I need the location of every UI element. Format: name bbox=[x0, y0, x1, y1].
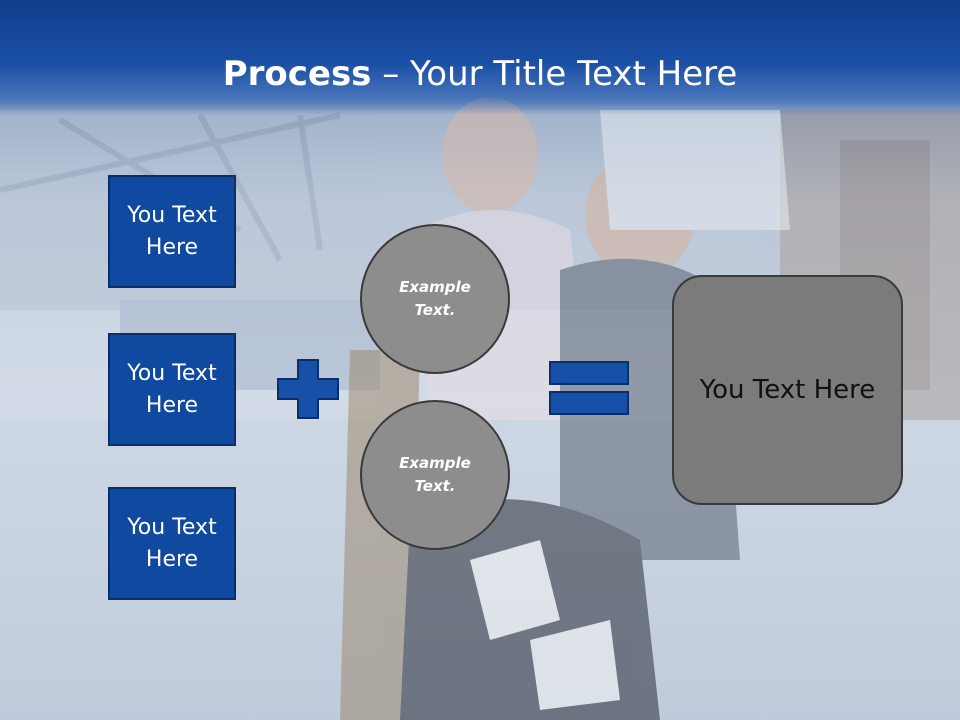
text-box-3-label: You Text Here bbox=[127, 514, 217, 572]
title-rest: – Your Title Text Here bbox=[371, 54, 738, 94]
text-box-1[interactable]: You Text Here bbox=[108, 175, 236, 288]
example-circle-2[interactable]: Example Text. bbox=[360, 400, 510, 550]
example-circle-2-label: Example Text. bbox=[399, 454, 471, 495]
title-bold: Process bbox=[222, 54, 372, 94]
text-box-2-label: You Text Here bbox=[127, 360, 217, 418]
text-box-1-label: You Text Here bbox=[127, 202, 217, 260]
plus-icon bbox=[277, 359, 339, 419]
slide-title[interactable]: Process – Your Title Text Here bbox=[0, 54, 960, 94]
equals-icon bbox=[549, 361, 629, 415]
title-bar bbox=[0, 0, 960, 115]
result-box[interactable]: You Text Here bbox=[672, 275, 903, 505]
text-box-2[interactable]: You Text Here bbox=[108, 333, 236, 446]
example-circle-1[interactable]: Example Text. bbox=[360, 224, 510, 374]
example-circle-1-label: Example Text. bbox=[399, 278, 471, 319]
text-box-3[interactable]: You Text Here bbox=[108, 487, 236, 600]
result-box-label: You Text Here bbox=[699, 375, 876, 405]
